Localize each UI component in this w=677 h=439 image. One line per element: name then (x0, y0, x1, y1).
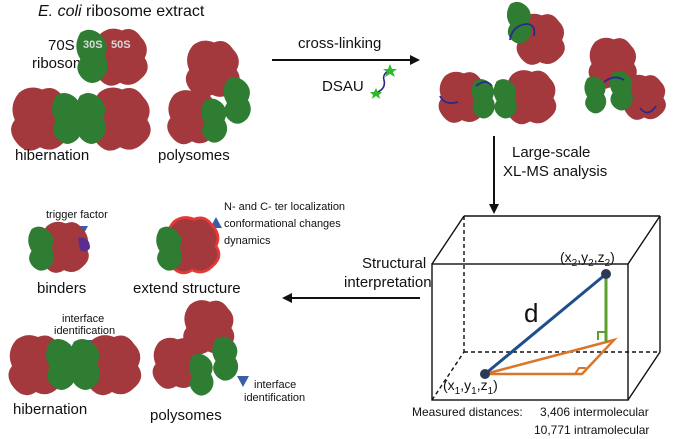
label-n-c-ter: N- and C- ter localization (224, 201, 345, 213)
label-xlms-1: Large-scale (512, 144, 590, 161)
point-2-marker (601, 269, 611, 279)
label-polysomes-top: polysomes (158, 147, 230, 164)
polysomes-top-model (167, 40, 251, 145)
label-extend-structure: extend structure (133, 280, 241, 297)
label-intermolecular: 3,406 intermolecular (540, 405, 649, 419)
label-trigger-factor: trigger factor (46, 209, 108, 221)
label-cross-linking: cross-linking (298, 35, 381, 52)
label-intramolecular: 10,771 intramolecular (534, 423, 649, 437)
label-measured: Measured distances: (412, 405, 523, 419)
polysomes-bottom-model (152, 300, 239, 396)
label-30s: 30S (83, 39, 103, 51)
header-title: E. coli ribosome extract (38, 3, 205, 20)
crosslinked-ribosomes (438, 1, 666, 125)
distance-box (431, 215, 661, 401)
hibernation-top-model (11, 87, 151, 151)
hibernation-bottom-model (8, 335, 142, 396)
label-interface-poly-1: interface (254, 379, 296, 391)
interface-polysomes-marker-icon (237, 376, 249, 387)
dsau-crosslinker-icon (370, 64, 397, 99)
label-point-1: (x1,y1,z1) (443, 377, 498, 397)
distance-geometry (484, 272, 618, 376)
label-interface-poly-2: identification (244, 392, 305, 404)
point-1-marker (480, 369, 490, 379)
label-dynamics: dynamics (224, 235, 271, 247)
label-point-2: (x2,y2,z2) (560, 249, 615, 269)
label-polysomes-bottom: polysomes (150, 407, 222, 424)
label-hibernation-bottom: hibernation (13, 401, 87, 418)
label-structural-1: Structural (362, 255, 426, 272)
label-conformational: conformational changes (224, 218, 341, 230)
label-hibernation-top: hibernation (15, 147, 89, 164)
ribosome-70s-model (76, 28, 148, 86)
label-xlms-2: XL-MS analysis (503, 163, 607, 180)
label-70s: 70S (48, 37, 75, 54)
extend-structure-model (156, 216, 221, 275)
binders-model (28, 221, 90, 273)
label-50s: 50S (111, 39, 131, 51)
label-dsau: DSAU (322, 78, 364, 95)
label-interface-top-1: interface (62, 313, 104, 325)
label-binders: binders (37, 280, 86, 297)
label-d: d (524, 298, 538, 328)
label-interface-top-2: identification (54, 325, 115, 337)
label-structural-2: interpretation (344, 274, 432, 291)
